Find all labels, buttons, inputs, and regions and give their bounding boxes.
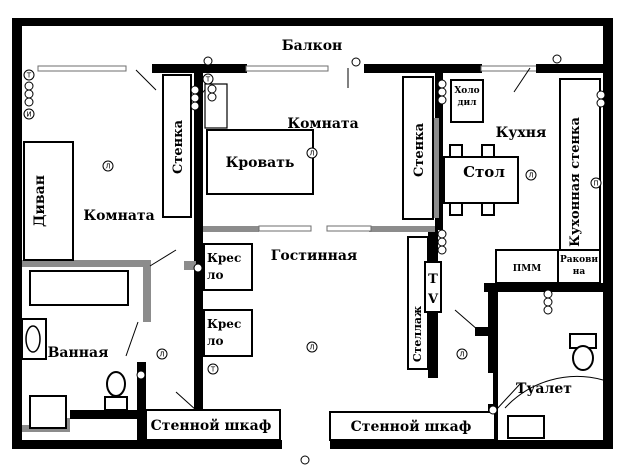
wall-unit-2-label: Стенка (412, 122, 427, 177)
svg-text:Л: Л (528, 172, 533, 180)
svg-text:Л: Л (309, 344, 314, 352)
armchair-1-line2: ло (207, 268, 223, 282)
svg-text:И: И (26, 111, 31, 119)
svg-text:Т: Т (205, 76, 211, 84)
kitchen-wall-unit-label: Кухонная стенка (568, 117, 583, 247)
table-label: Стол (463, 163, 505, 181)
kitchen-table: Стол (443, 144, 519, 216)
sink: Ракови на (557, 249, 601, 284)
sink-label-line1: Ракови (560, 255, 598, 265)
armchair-2-line1: Крес (207, 317, 241, 331)
sofa-label: Диван (32, 175, 48, 227)
bed-label: Кровать (226, 155, 295, 171)
toilet-cabinet (507, 415, 545, 439)
sliding-doors (258, 225, 372, 232)
bathtub (29, 270, 129, 306)
armchair-2: Крес ло (203, 309, 253, 357)
closet-2: Стенной шкаф (329, 411, 496, 441)
label-living: Гостинная (271, 248, 358, 264)
toilet-wc (569, 333, 597, 371)
closet-1: Стенной шкаф (145, 409, 281, 441)
rack-label: Стеллаж (411, 306, 424, 362)
washing-machine: ПММ (495, 249, 559, 284)
armchair-2-line2: ло (207, 334, 223, 348)
svg-text:Т: Т (210, 366, 216, 374)
svg-text:Л: Л (159, 351, 164, 359)
armchair-1: Крес ло (203, 243, 253, 291)
label-balcony: Балкон (282, 38, 343, 54)
washbasin-bathroom (21, 318, 47, 360)
closet-2-label: Стенной шкаф (351, 418, 472, 435)
label-toilet: Туалет (516, 381, 572, 397)
bed: Кровать (206, 129, 314, 195)
label-bathroom: Ванная (48, 345, 109, 361)
label-kitchen: Кухня (496, 125, 547, 141)
fridge-label-line2: дил (457, 98, 477, 108)
svg-text:Т: Т (26, 72, 32, 80)
wall-unit-2: Стенка (402, 76, 434, 220)
outlet-symbols: Т И Т Т П (23, 69, 602, 375)
svg-text:П: П (593, 180, 598, 188)
fridge-label-line1: Холо (454, 86, 479, 96)
armchair-1-line1: Крес (207, 251, 241, 265)
tv: T V (424, 261, 442, 313)
lamp-symbols: Л Л Л Л Л Л (102, 147, 537, 360)
sofa: Диван (23, 141, 74, 261)
socket-circles (24, 54, 606, 465)
svg-text:Л: Л (309, 150, 314, 158)
tv-label-line2: V (427, 292, 439, 307)
sink-label-line2: на (573, 267, 586, 277)
balcony-wall (37, 64, 604, 73)
wall-unit-1: Стенка (162, 74, 192, 218)
toilet-door-arc (504, 376, 604, 409)
wall-unit-1-label: Стенка (171, 119, 186, 174)
washing-machine-label: ПММ (513, 264, 541, 274)
label-room-bedroom: Комната (287, 116, 358, 132)
fridge: Холо дил (450, 79, 484, 123)
kitchen-wall-unit: Кухонная стенка (559, 78, 601, 283)
svg-text:Л: Л (105, 163, 110, 171)
toilet-bathroom (104, 371, 128, 411)
outer-walls (12, 18, 613, 449)
svg-text:Л: Л (459, 351, 464, 359)
bathroom-cabinet (29, 395, 67, 429)
closet-1-label: Стенной шкаф (151, 417, 272, 434)
tv-label-line1: T (428, 272, 438, 287)
label-room-left: Комната (83, 208, 154, 224)
